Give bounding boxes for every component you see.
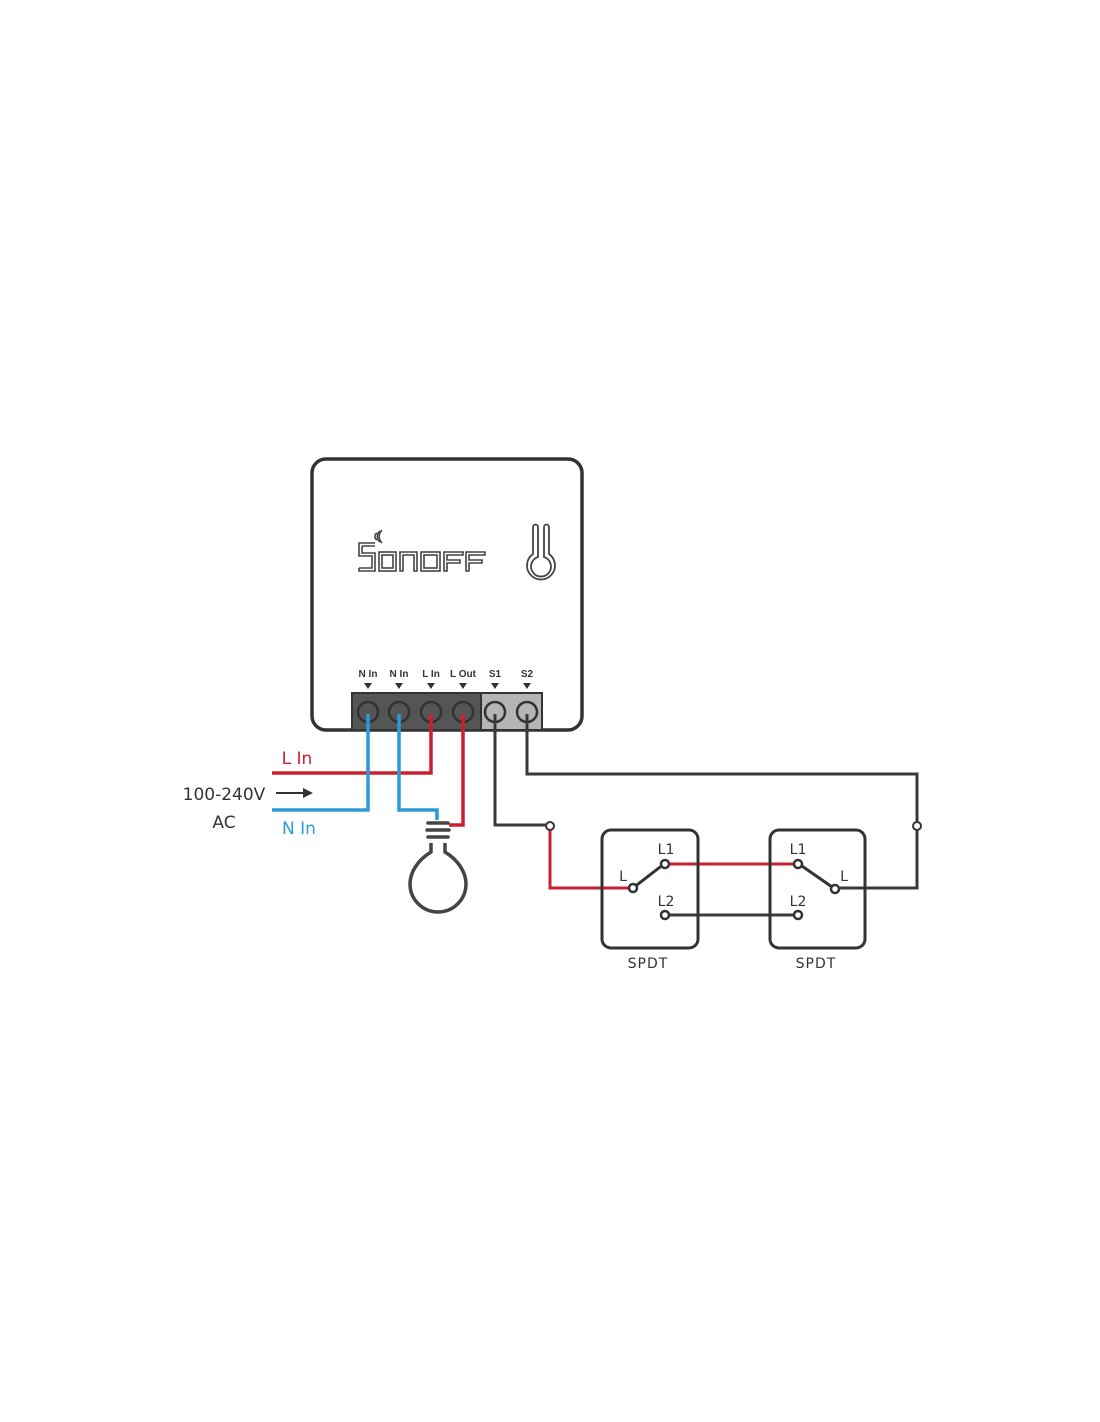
switch-terminal-label: L2: [658, 894, 675, 910]
switch-terminal-label: L: [619, 869, 627, 885]
switch-name: SPDT: [796, 956, 837, 972]
wire-switch2-to-s2: [840, 830, 919, 890]
switch-name: SPDT: [628, 956, 669, 972]
wire-l-in: [272, 714, 433, 775]
junction-node: [912, 821, 922, 831]
terminal-arrow-icons: [364, 683, 531, 689]
terminal-label: S2: [521, 669, 534, 680]
switch-terminal-label: L1: [790, 842, 807, 858]
ac-label: AC: [212, 813, 235, 833]
wire-n-in: [272, 714, 370, 812]
terminal-label: N In: [390, 669, 409, 680]
wire-s1: [493, 714, 548, 827]
switch-terminal-label: L2: [790, 894, 807, 910]
switch-terminal-block: [480, 692, 543, 731]
junction-node: [545, 821, 555, 831]
power-terminal-block: [351, 692, 482, 731]
terminal-label: L In: [422, 669, 440, 680]
terminal-label: L Out: [450, 669, 477, 680]
voltage-label: 100-240V: [183, 785, 266, 805]
switch-terminal-label: L1: [658, 842, 675, 858]
wire-l-out-to-bulb: [449, 714, 465, 827]
arrow-right-icon: [276, 788, 313, 798]
sonoff-logo: [358, 529, 486, 572]
switch-terminal-label: L: [840, 869, 848, 885]
n-in-label: N In: [282, 819, 316, 839]
wire-n-to-bulb: [397, 714, 439, 820]
spdt-switch-1: L L1 L2 SPDT: [600, 828, 700, 972]
spdt-switch-2: L L1 L2 SPDT: [768, 828, 867, 972]
terminal-label: S1: [489, 669, 502, 680]
l-in-label: L In: [282, 749, 313, 769]
wire-s1-to-switch1: [548, 830, 628, 890]
sonoff-device-body: [310, 457, 584, 732]
mounting-hole-icon: [526, 523, 556, 581]
wire-s2: [525, 714, 919, 822]
light-bulb-icon: [408, 821, 468, 914]
terminal-label: N In: [359, 669, 378, 680]
terminal-labels: N In N In L In L Out S1 S2: [359, 669, 534, 689]
